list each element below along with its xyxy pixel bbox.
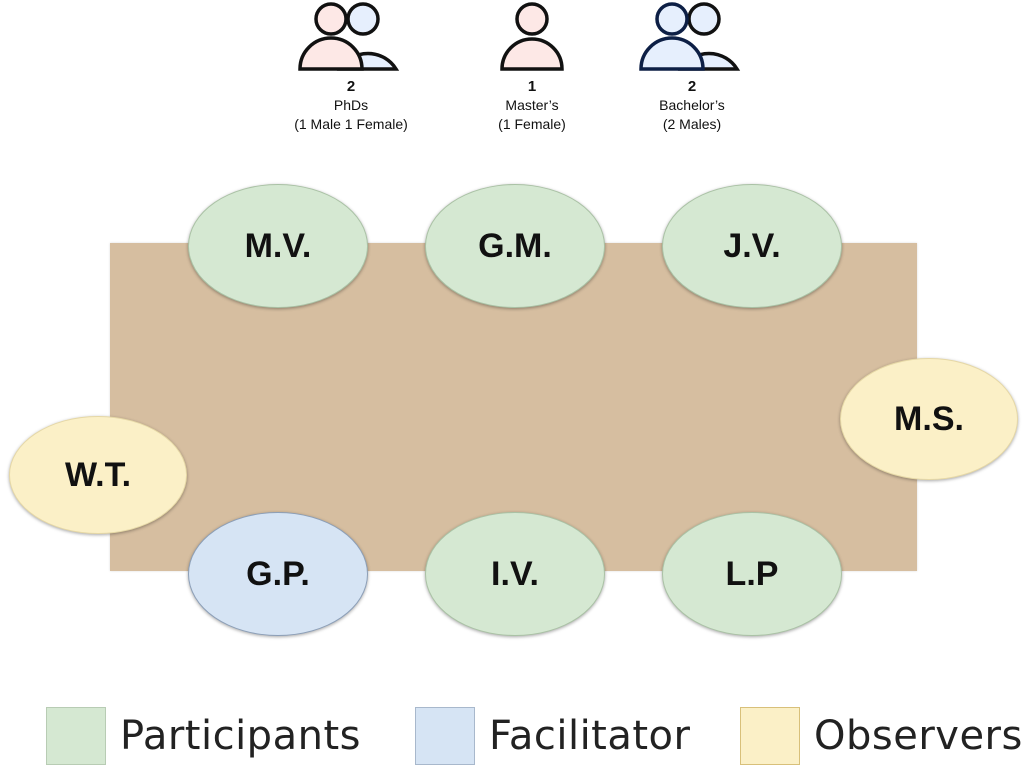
group-label: Bachelor’s [659,97,725,113]
seat-iv: I.V. [425,512,605,636]
legend-label: Facilitator [489,713,691,759]
seat-gm: G.M. [425,184,605,308]
group-count: 2 [346,78,356,95]
seat-label: L.P [725,554,779,593]
seat-jv: J.V. [662,184,842,308]
seat-ms: M.S. [840,358,1018,480]
seat-label: J.V. [723,226,781,265]
group-count: 2 [687,78,697,95]
group-bachelors: 2 Bachelor’s (2 Males) [592,0,792,134]
group-phds: 2 PhDs (1 Male 1 Female) [251,0,451,134]
legend-item-participants: Participants [46,707,361,765]
group-detail: (2 Males) [662,116,722,132]
legend-item-facilitator: Facilitator [415,707,690,765]
seat-label: M.V. [244,226,312,265]
observers-swatch [740,707,800,765]
legend-label: Observers [814,713,1023,759]
group-detail: (1 Female) [498,116,566,132]
seat-mv: M.V. [188,184,368,308]
group-masters: 1 Master’s (1 Female) [432,0,632,134]
two-people-icon [298,2,400,71]
legend-label: Participants [120,713,361,759]
seat-label: G.P. [246,554,310,593]
legend: Participants Facilitator Observers [0,707,1024,769]
seat-label: G.M. [478,226,552,265]
legend-item-observers: Observers [740,707,1023,765]
seat-label: W.T. [64,455,132,494]
seat-wt: W.T. [9,416,187,534]
group-label: PhDs [333,97,369,113]
two-people-icon [639,2,741,71]
participants-swatch [46,707,106,765]
facilitator-swatch [415,707,475,765]
group-detail: (1 Male 1 Female) [294,116,408,132]
group-label: Master’s [505,97,559,113]
seat-label: M.S. [894,399,964,438]
group-count: 1 [527,78,537,95]
seat-label: I.V. [491,554,539,593]
seat-gp: G.P. [188,512,368,636]
seat-lp: L.P [662,512,842,636]
person-icon [500,2,564,71]
